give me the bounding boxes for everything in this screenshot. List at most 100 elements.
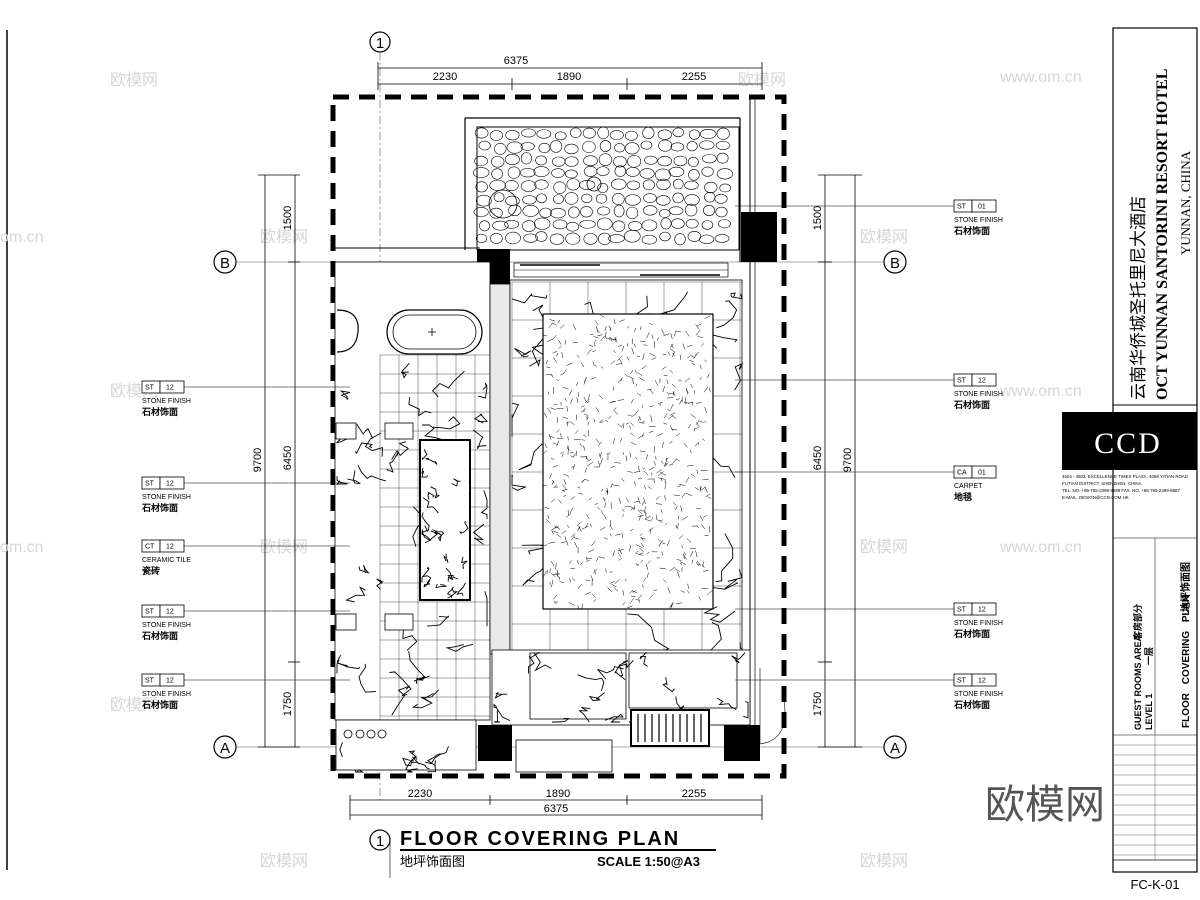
tag-material-en: STONE FINISH bbox=[142, 398, 191, 405]
watermark: 欧模网 bbox=[260, 852, 308, 870]
sheet-title: FLOOR COVERING PLAN bbox=[1181, 595, 1192, 728]
drawing-title: 1 FLOOR COVERING PLAN 地坪饰面图 SCALE 1:50@A… bbox=[369, 828, 716, 878]
planter bbox=[586, 176, 602, 192]
dim-right-top: 1500 bbox=[812, 206, 824, 230]
tag-material-en: CARPET bbox=[954, 483, 983, 490]
tag-material-en: STONE FINISH bbox=[954, 620, 1003, 627]
tag-material-en: STONE FINISH bbox=[954, 391, 1003, 398]
project-location: YUNNAN, CHINA bbox=[1178, 150, 1193, 255]
svg-text:1: 1 bbox=[376, 35, 384, 52]
planter bbox=[488, 189, 518, 219]
watermark-url: www.om.cn bbox=[999, 539, 1082, 556]
dim-left-total: 9700 bbox=[252, 448, 264, 472]
partition-wall bbox=[489, 283, 511, 655]
tag-number: 12 bbox=[166, 481, 174, 488]
dim-right-mid: 6450 bbox=[812, 446, 824, 470]
carpet-texture bbox=[540, 314, 713, 610]
right-dimensions: 1500 6450 9700 1750 bbox=[812, 174, 862, 748]
watermark: 欧模网 bbox=[860, 228, 908, 246]
view-number: 1 bbox=[376, 833, 384, 850]
tag-material-cn: 石材饰面 bbox=[141, 630, 178, 641]
tag-code: ST bbox=[145, 609, 155, 616]
tag-number: 12 bbox=[978, 607, 986, 614]
drawing-scale: SCALE 1:50@A3 bbox=[597, 854, 700, 869]
plan-boundary bbox=[330, 94, 787, 779]
drawing-title-text: FLOOR COVERING PLAN bbox=[400, 828, 680, 850]
svg-text:B: B bbox=[220, 255, 230, 272]
ccd-logo bbox=[1062, 412, 1197, 470]
column bbox=[724, 725, 760, 761]
tag-material-cn: 石材饰面 bbox=[953, 699, 990, 710]
tag-material-cn: 石材饰面 bbox=[141, 502, 178, 513]
tag-number: 01 bbox=[978, 204, 986, 211]
tag-material-cn: 石材饰面 bbox=[953, 225, 990, 236]
watermark-url: om.cn bbox=[0, 539, 44, 556]
plan-drawing bbox=[330, 94, 787, 779]
tag-number: 12 bbox=[166, 678, 174, 685]
top-dimensions: 6375 2230 1890 2255 bbox=[377, 55, 763, 90]
watermark: 欧模网 bbox=[860, 538, 908, 556]
tag-code: ST bbox=[957, 678, 967, 685]
level-label: LEVEL 1 bbox=[1144, 694, 1154, 730]
tag-code: ST bbox=[145, 385, 155, 392]
ccd-logo-text: CCD bbox=[1094, 427, 1162, 460]
tag-code: ST bbox=[145, 678, 155, 685]
dim-left-bottom: 1750 bbox=[282, 692, 294, 716]
tag-material-en: STONE FINISH bbox=[954, 691, 1003, 698]
door-swing bbox=[759, 668, 786, 745]
firm-address: FUTIAN DISTRICT, SHENZHEN, CHINA bbox=[1062, 481, 1142, 486]
tag-code: ST bbox=[957, 378, 967, 385]
dim-right-bottom: 1750 bbox=[812, 692, 824, 716]
tag-number: 12 bbox=[978, 678, 986, 685]
tag-material-cn: 石材饰面 bbox=[141, 406, 178, 417]
tag-code: ST bbox=[957, 607, 967, 614]
bottom-dimensions: 2230 1890 2255 6375 bbox=[349, 788, 763, 820]
drawing-title-cn: 地坪饰面图 bbox=[400, 854, 465, 869]
tag-material-cn: 石材饰面 bbox=[953, 399, 990, 410]
column bbox=[478, 725, 512, 761]
watermark-url: om.cn bbox=[0, 229, 44, 246]
watermark-big: 欧模网 bbox=[985, 783, 1105, 827]
tag-material-cn: 石材饰面 bbox=[953, 628, 990, 639]
watermark: 欧模网 bbox=[110, 71, 158, 89]
area-label-cn: 客房部分 bbox=[1132, 604, 1143, 641]
tag-material-en: STONE FINISH bbox=[142, 494, 191, 501]
dim-left-top: 1500 bbox=[282, 206, 294, 230]
watermark-url: www.om.cn bbox=[999, 383, 1082, 400]
svg-text:B: B bbox=[890, 255, 900, 272]
tag-material-en: STONE FINISH bbox=[142, 622, 191, 629]
dim-bottom-right: 2255 bbox=[682, 788, 706, 800]
tag-material-en: STONE FINISH bbox=[142, 691, 191, 698]
tag-code: CT bbox=[145, 544, 155, 551]
watermark-url: www.om.cn bbox=[999, 69, 1082, 86]
vanity-area bbox=[335, 719, 477, 771]
tag-material-en: CERAMIC TILE bbox=[142, 557, 191, 564]
tag-number: 12 bbox=[166, 609, 174, 616]
dim-bottom-mid: 1890 bbox=[546, 788, 570, 800]
tag-code: CA bbox=[957, 470, 967, 477]
tag-material-cn: 地毯 bbox=[954, 491, 972, 502]
watermark-layer: 欧模网 欧模网 欧模网 欧模网 欧模网 欧模网 欧模网 欧模网 欧模网 欧模网 … bbox=[0, 69, 1105, 870]
hotel-name-en: OCT YUNNAN SANTORINI RESORT HOTEL bbox=[1154, 69, 1171, 400]
tag-material-cn: 瓷砖 bbox=[142, 565, 160, 576]
dim-top-total: 6375 bbox=[504, 55, 528, 67]
dim-top-mid: 1890 bbox=[557, 71, 581, 83]
column bbox=[741, 212, 777, 262]
area-label: GUEST ROOMS AREA bbox=[1133, 634, 1143, 730]
entry-floor bbox=[491, 649, 751, 726]
title-block: 云南华侨城圣托里尼大酒店 OCT YUNNAN SANTORINI RESORT… bbox=[1062, 69, 1197, 892]
bath-rug bbox=[419, 439, 471, 601]
pebble-pattern bbox=[472, 126, 734, 246]
